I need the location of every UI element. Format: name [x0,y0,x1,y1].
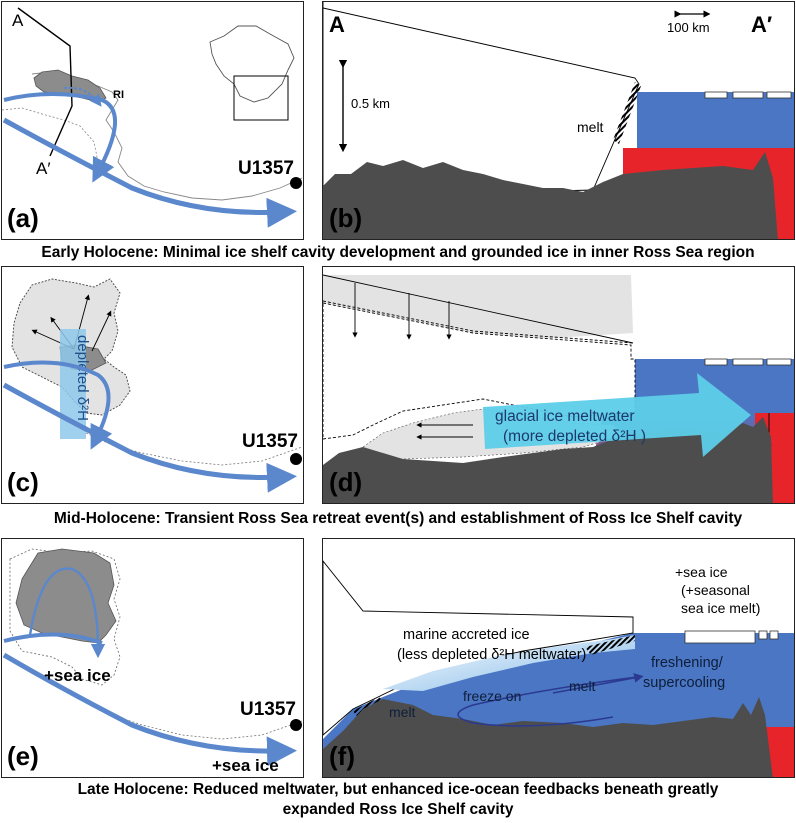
flow-arrow-inner [3,632,103,645]
bedrock [323,152,778,239]
site-label: U1357 [240,699,296,720]
site-u1357-marker [290,453,302,465]
section-a-label: A [329,12,345,37]
ocean [637,92,794,150]
accreted-label-line2: (less depleted δ²H meltwater) [397,647,586,663]
panel-f-cross-section: +sea ice (+seasonal sea ice melt) marine… [322,538,795,778]
circulation-arrow [28,567,106,659]
section-a-prime-label: A′ [751,12,772,37]
section-a-label: A [12,11,24,30]
grounded-ice-region [33,69,107,103]
panel-label: (d) [329,467,363,497]
sea-ice-label-2: +sea ice [212,756,279,775]
site-label: U1357 [242,431,298,452]
site-u1357-marker [290,177,302,189]
flow-arrow-inner [3,360,113,450]
sea-ice-label-line2: (+seasonal [681,582,750,598]
caption-late-holocene-line2: expanded Ross Ice Shelf cavity [282,801,514,818]
sea-ice-label-line1: +sea ice [675,564,728,580]
freshening-label-line2: supercooling [643,675,725,691]
melt-label-left: melt [389,704,416,720]
bedrock [323,417,773,503]
depleted-label: depleted δ²H [74,335,91,421]
freeze-on-loop [457,676,638,727]
panel-label: (c) [7,467,39,497]
panel-label: (a) [7,203,39,233]
vertical-scale-label: 0.5 km [351,96,390,111]
section-a-prime-label: A′ [36,159,51,178]
ice-sheet [323,2,640,198]
ice-shelf [323,560,634,736]
bedrock [323,697,773,777]
marine-accreted-ice [383,635,635,691]
panel-e-map: +sea ice +sea ice U1357 (e) [1,538,304,778]
caption-mid-holocene: Mid-Holocene: Transient Ross Sea retreat… [53,510,743,527]
flow-arrow-outer [2,382,297,493]
meltwater-label-line1: glacial ice meltwater [495,408,635,425]
flow-arrow-outer [2,652,297,767]
site-u1357-marker [290,719,302,731]
meltwater-arrow [483,373,751,457]
flow-arrow-outer [2,117,297,228]
panel-a-map: A A′ RI U1357 (a) [1,1,304,240]
panel-d-cross-section: glacial ice meltwater (more depleted δ²H… [322,266,795,504]
sea-ice-label-1: +sea ice [44,666,111,685]
sea-ice-block [684,630,756,644]
accreted-label-line1: marine accreted ice [403,627,530,643]
melt-label: melt [577,119,604,135]
melt-label-right: melt [569,678,596,694]
flow-arrow-inner [3,92,117,183]
panel-label: (f) [329,741,355,771]
panel-b-cross-section: A A′ 100 km 0.5 km melt (b) [322,1,795,240]
meltwater-label-line2: (more depleted δ²H ) [503,428,646,445]
site-label: U1357 [238,158,294,179]
horizontal-scale-label: 100 km [667,20,710,35]
caption-early-holocene: Early Holocene: Minimal ice shelf cavity… [41,244,755,261]
melt-hatch-right [585,635,635,655]
panel-label: (e) [7,741,39,771]
antarctica-inset [209,25,295,121]
caption-late-holocene-line1: Late Holocene: Reduced meltwater, but en… [77,781,719,798]
melt-hatch [613,82,641,144]
panel-c-map: depleted δ²H U1357 (c) [1,266,304,504]
ice-shelf-region [15,548,117,644]
section-line [17,7,73,157]
freeze-on-label: freeze on [463,688,521,704]
freshening-label-line1: freshening/ [651,655,724,671]
panel-label: (b) [329,203,363,233]
sea-ice-label-line3: sea ice melt) [681,600,760,616]
ri-label: RI [113,89,124,101]
